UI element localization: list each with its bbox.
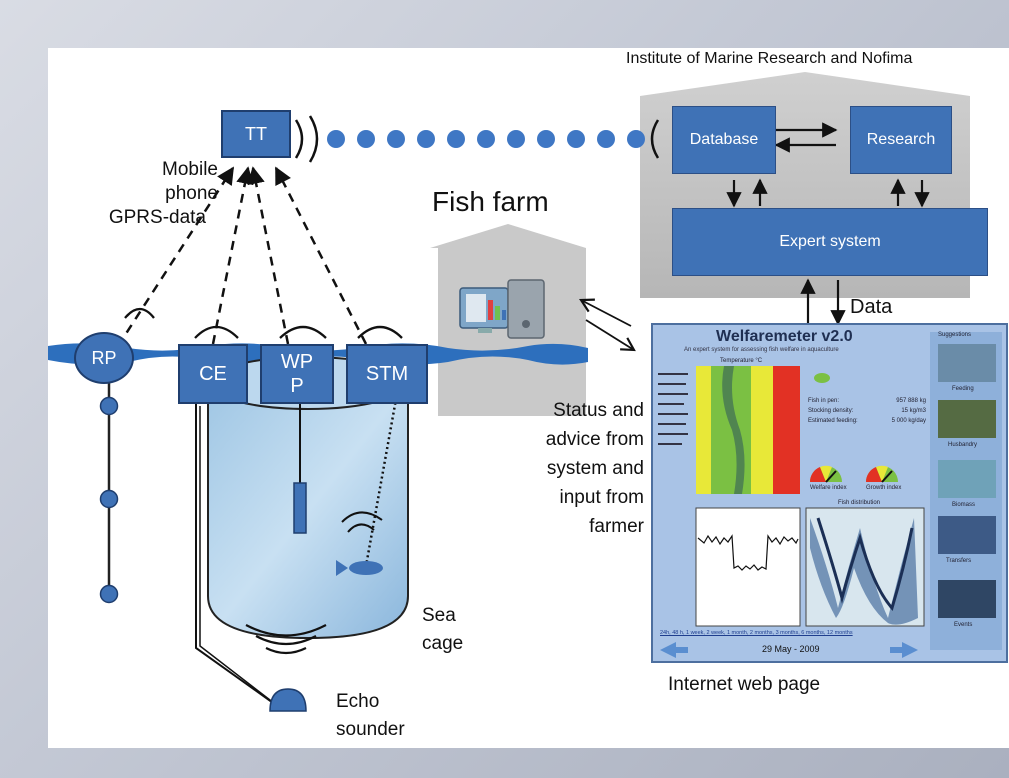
- next-arrow: [890, 642, 918, 658]
- tt-box: TT: [221, 110, 291, 158]
- suggestion-thumbs: [938, 344, 996, 618]
- info-row-3: Estimated feeding: 5 000 kg/day: [808, 418, 926, 424]
- suggestion-1: Feeding: [952, 386, 974, 392]
- diagram-drawing: [48, 72, 1008, 712]
- wp-sensor: WP P: [260, 344, 334, 404]
- diagram-canvas: Institute of Marine Research and Nofima …: [48, 48, 1009, 748]
- info-1-label: Fish in pen:: [808, 398, 840, 404]
- fish-distribution-label: Fish distribution: [838, 500, 881, 506]
- welfare-index-label: Welfare index: [810, 485, 847, 491]
- info-2-label: Stocking density:: [808, 408, 854, 414]
- sea-cage-line2: cage: [422, 633, 464, 654]
- data-label: Data: [850, 296, 893, 318]
- sea-cage: [207, 382, 409, 640]
- status-label: Status and advice from system and input …: [504, 396, 644, 541]
- status-line4: input from: [559, 487, 644, 508]
- mobile-label-line3: GPRS-data: [108, 207, 206, 228]
- info-1-value: 957 888 kg: [896, 398, 926, 404]
- database-box: Database: [672, 106, 776, 174]
- temp-legend-lines: [658, 373, 688, 445]
- status-line3: system and: [546, 458, 644, 479]
- rp-sensor: RP: [74, 332, 134, 384]
- institute-title: Institute of Marine Research and Nofima: [626, 50, 913, 67]
- status-line5: farmer: [589, 516, 644, 537]
- suggestions-label: Suggestions: [938, 332, 972, 338]
- growth-index-label: Growth index: [866, 485, 902, 491]
- temperature-label: Temperature °C: [720, 358, 763, 364]
- mobile-label: Mobile phone GPRS-data: [88, 158, 218, 230]
- wp-sensor-line2: P: [290, 375, 304, 397]
- suggestion-2: Husbandry: [948, 442, 978, 448]
- fish-farm-label: Fish farm: [432, 186, 549, 217]
- info-row-1: Fish in pen: 957 888 kg: [808, 398, 926, 404]
- suggestion-4: Transfers: [946, 558, 972, 564]
- date-label: 29 May - 2009: [762, 644, 820, 654]
- status-line2: advice from: [545, 429, 644, 450]
- echo-sounder-label: Echo sounder: [336, 688, 405, 744]
- ce-sensor: CE: [178, 344, 248, 404]
- status-line1: Status and: [553, 400, 644, 421]
- mobile-label-line2: phone: [165, 183, 218, 204]
- suggestion-3: Biomass: [952, 502, 976, 508]
- welfare-gauge: [809, 465, 842, 483]
- growth-gauge: [865, 465, 898, 483]
- stm-sensor: STM: [346, 344, 428, 404]
- prev-arrow: [660, 642, 688, 658]
- research-box: Research: [850, 106, 952, 174]
- echo-line2: sounder: [336, 719, 405, 740]
- suggestion-5: Events: [954, 622, 973, 628]
- info-3-label: Estimated feeding:: [808, 418, 858, 424]
- info-3-value: 5 000 kg/day: [891, 418, 926, 424]
- welfarometer-title: Welfaremeter v2.0: [716, 328, 853, 345]
- welfarometer-subtitle: An expert system for assessing fish welf…: [684, 347, 839, 353]
- fish-shape: [336, 560, 383, 576]
- wp-sensor-line1: WP: [280, 351, 314, 373]
- echo-line1: Echo: [336, 691, 380, 712]
- expert-system-box: Expert system: [672, 208, 988, 276]
- info-2-value: 15 kg/m3: [901, 408, 926, 414]
- mobile-label-line1: Mobile: [162, 159, 218, 180]
- sea-cage-line1: Sea: [422, 605, 456, 626]
- wp-probe: [293, 482, 307, 534]
- internet-label: Internet web page: [668, 674, 821, 695]
- info-row-2: Stocking density: 15 kg/m3: [808, 408, 926, 414]
- timeline-links[interactable]: 24h, 48 h, 1 week, 2 week, 1 month, 2 mo…: [660, 630, 853, 636]
- echo-sounder-dome: [269, 688, 307, 712]
- satellite-link-dots: [327, 130, 645, 148]
- respiration-series: [697, 534, 799, 571]
- sea-cage-label: Sea cage: [422, 602, 463, 658]
- computer-icon: [459, 279, 545, 339]
